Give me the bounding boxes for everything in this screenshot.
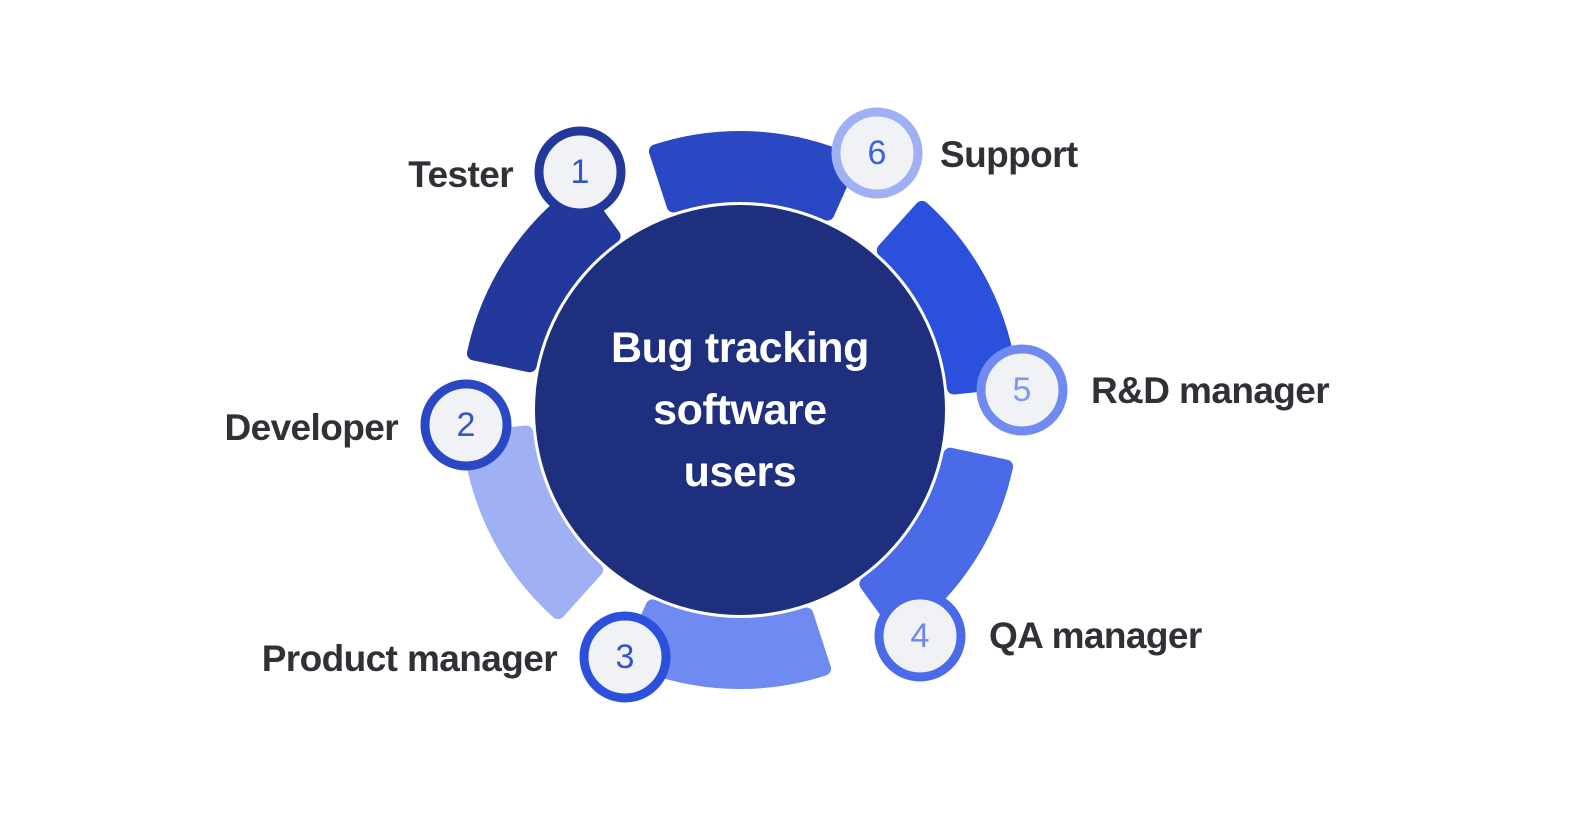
segment-label-5[interactable]: R&D manager	[1091, 370, 1330, 411]
step-badge-2[interactable]	[420, 379, 512, 471]
segment-label-3[interactable]: Product manager	[261, 638, 558, 679]
hub-layer	[535, 205, 945, 615]
badges-layer	[420, 107, 1068, 703]
segment-label-4[interactable]: QA manager	[989, 615, 1202, 656]
step-badge-5[interactable]	[976, 344, 1068, 436]
step-badge-4[interactable]	[874, 590, 966, 682]
segment-label-6[interactable]: Support	[940, 134, 1078, 175]
segment-label-1[interactable]: Tester	[408, 154, 513, 195]
step-badge-3[interactable]	[579, 611, 671, 703]
donut-segment-2[interactable]	[648, 131, 858, 221]
hub-circle	[535, 205, 945, 615]
segment-label-2[interactable]: Developer	[224, 407, 398, 448]
step-badge-6[interactable]	[831, 107, 923, 199]
step-badge-1[interactable]	[534, 126, 626, 218]
